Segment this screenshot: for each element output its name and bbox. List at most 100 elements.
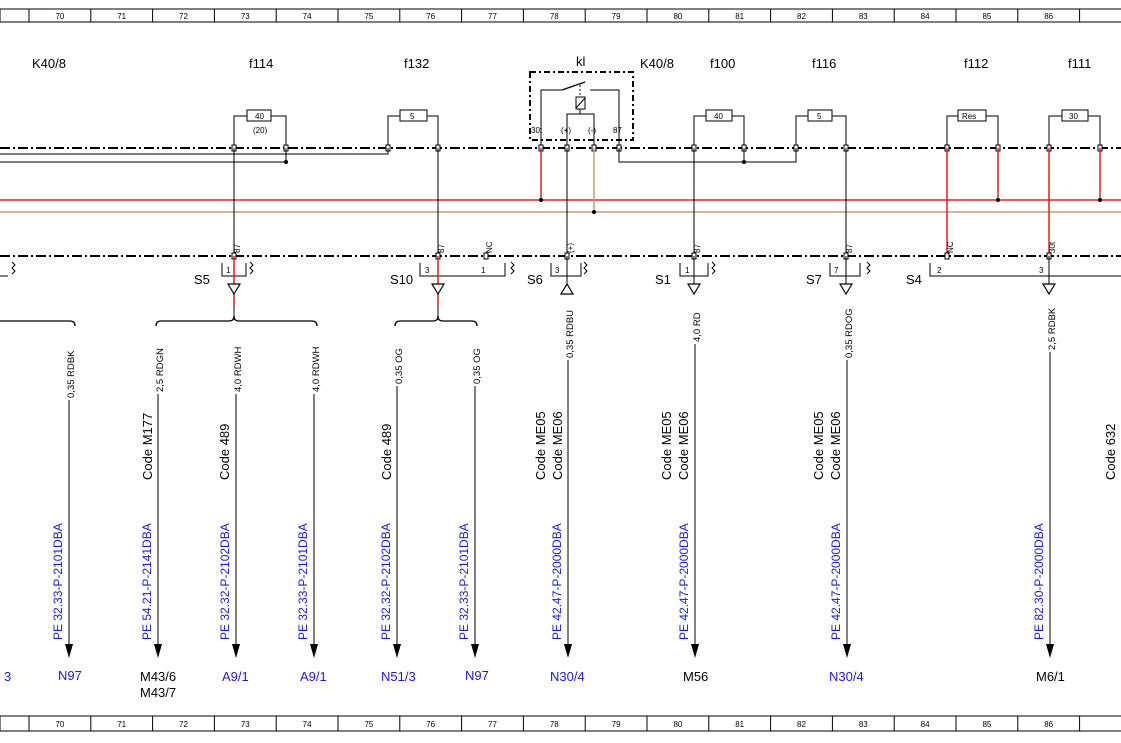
ref-link-75[interactable]: PE 32.32-P-2102DBA — [379, 523, 393, 640]
component-label-f100: f100 — [710, 56, 735, 71]
wire-label-73: 4,0 RDWH — [233, 346, 244, 392]
ref-link-82[interactable]: PE 42.47-P-2000DBA — [829, 523, 843, 640]
destination-74[interactable]: A9/1 — [300, 669, 327, 684]
top-ruler-column-number: 71 — [117, 12, 126, 21]
bottom-ruler-column-number: 83 — [859, 720, 868, 729]
component-label-f112: f112 — [964, 56, 988, 71]
triangle-s4 — [1041, 283, 1057, 296]
bottom-ruler-column-number: 80 — [673, 720, 682, 729]
fuse-f100-rating: 40 — [714, 112, 723, 121]
destination-78[interactable]: N30/4 — [550, 669, 585, 684]
break-mark — [11, 261, 16, 275]
fuse-f132-rating: 5 — [410, 112, 415, 121]
wire-label-82: 0,35 RDOG — [844, 308, 855, 358]
top-ruler-column-number: 74 — [303, 12, 312, 21]
fuse-f114-sub: (20) — [253, 126, 268, 135]
code-label-80b: Code ME06 — [676, 411, 691, 480]
junction-dot — [742, 160, 746, 164]
arrow-75 — [393, 644, 401, 658]
triangle-s10 — [430, 283, 446, 296]
code-label-78b: Code ME06 — [550, 411, 565, 480]
arrow-73 — [232, 644, 240, 658]
bottom-ruler-column-number: 81 — [735, 720, 744, 729]
ref-link-73[interactable]: PE 32.32-P-2102DBA — [218, 523, 232, 640]
bottom-ruler-column-number: 72 — [179, 720, 188, 729]
splice-s1: 1 S1 — [655, 261, 716, 287]
pin-label-77: NC — [485, 241, 494, 253]
output-arrows — [65, 644, 1054, 658]
pin-label-73: 87 — [233, 244, 242, 253]
fuse-f116: 5 — [795, 109, 847, 148]
destination-left-partial[interactable]: 3 — [4, 669, 11, 684]
component-label-kl: kl — [576, 54, 586, 69]
code-label-78a: Code ME05 — [533, 411, 548, 480]
splice-s5: 1 S5 — [194, 261, 254, 287]
distribution-brackets — [0, 315, 478, 327]
relay-pin-plus: (+) — [561, 126, 571, 135]
relay-pin-30t: 30t — [531, 126, 543, 135]
splice-s7-pin: 7 — [834, 266, 839, 275]
top-ruler-column-number: 86 — [1044, 12, 1053, 21]
junction-dot — [996, 198, 1000, 202]
bracket-72-74 — [155, 315, 318, 327]
relay-pin-minus: (-) — [588, 126, 596, 135]
destination-82[interactable]: N30/4 — [829, 669, 864, 684]
arrow-82 — [843, 644, 851, 658]
code-label-82b: Code ME06 — [828, 411, 843, 480]
triangle-s7 — [838, 283, 854, 296]
wire-label-86: 2,5 RDBK — [1047, 307, 1058, 350]
splice-s4-pin-a: 2 — [937, 266, 942, 275]
pin-label-84: NC — [946, 241, 955, 253]
component-label-f111: f111 — [1068, 56, 1091, 71]
fuse-f100: 40 — [693, 109, 745, 148]
code-label-72: Code M177 — [140, 413, 155, 480]
top-ruler-column-number: 70 — [55, 12, 64, 21]
ref-link-78[interactable]: PE 42.47-P-2000DBA — [550, 523, 564, 640]
relay-kl-box — [529, 71, 634, 141]
top-ruler-column-number: 76 — [426, 12, 435, 21]
ref-link-70[interactable]: PE 32.33-P-2101DBA — [51, 523, 65, 640]
junction-dot — [592, 210, 596, 214]
bottom-ruler-column-number: 74 — [303, 720, 312, 729]
wire-label-80: 4,0 RD — [692, 312, 703, 342]
code-label-80a: Code ME05 — [659, 411, 674, 480]
destination-75[interactable]: N51/3 — [381, 669, 416, 684]
ref-link-77[interactable]: PE 32.33-P-2101DBA — [457, 523, 471, 640]
ref-link-80[interactable]: PE 42.47-P-2000DBA — [677, 523, 691, 640]
ref-link-72[interactable]: PE 54.21-P-2141DBA — [140, 523, 154, 640]
top-ruler-column-number: 75 — [364, 12, 373, 21]
splice-s5-pin: 1 — [226, 266, 231, 275]
destination-72a: M43/6 — [140, 669, 176, 684]
bottom-ruler-column-number: 71 — [117, 720, 126, 729]
top-ruler-column-number: 72 — [179, 12, 188, 21]
bottom-ruler-column-number: 78 — [550, 720, 559, 729]
bottom-ruler-column-number: 75 — [364, 720, 373, 729]
destination-72b: M43/7 — [140, 685, 176, 700]
triangle-s1 — [686, 283, 702, 296]
destination-70[interactable]: N97 — [58, 668, 82, 683]
destination-73[interactable]: A9/1 — [222, 669, 249, 684]
ref-link-86[interactable]: PE 82.30-P-2000DBA — [1032, 523, 1046, 640]
splice-s4: 2 3 S4 — [906, 263, 1121, 287]
fuse-f111-rating: 30 — [1069, 112, 1078, 121]
bracket-75-77 — [394, 315, 478, 327]
ref-link-74[interactable]: PE 32.33-P-2101DBA — [296, 523, 310, 640]
relay-kl: 30t (+) (-) 87 — [531, 81, 622, 148]
bottom-ruler-column-number: 82 — [797, 720, 806, 729]
splice-s6-pin: 3 — [555, 266, 560, 275]
bracket-70 — [0, 320, 76, 327]
splice-s5-label: S5 — [194, 272, 210, 287]
splice-s6-label: S6 — [527, 272, 543, 287]
top-ruler-column-number: 81 — [735, 12, 744, 21]
bottom-ruler-column-number: 77 — [488, 720, 497, 729]
top-ruler-column-number: 82 — [797, 12, 806, 21]
splice-s10-label: S10 — [390, 272, 413, 287]
component-label-f114: f114 — [249, 56, 273, 71]
lower-connector-pins — [231, 252, 1052, 260]
destination-86: M6/1 — [1036, 669, 1065, 684]
arrow-86 — [1046, 644, 1054, 658]
splice-s1-label: S1 — [655, 272, 671, 287]
destination-77[interactable]: N97 — [465, 668, 489, 683]
splice-s4-label: S4 — [906, 272, 922, 287]
